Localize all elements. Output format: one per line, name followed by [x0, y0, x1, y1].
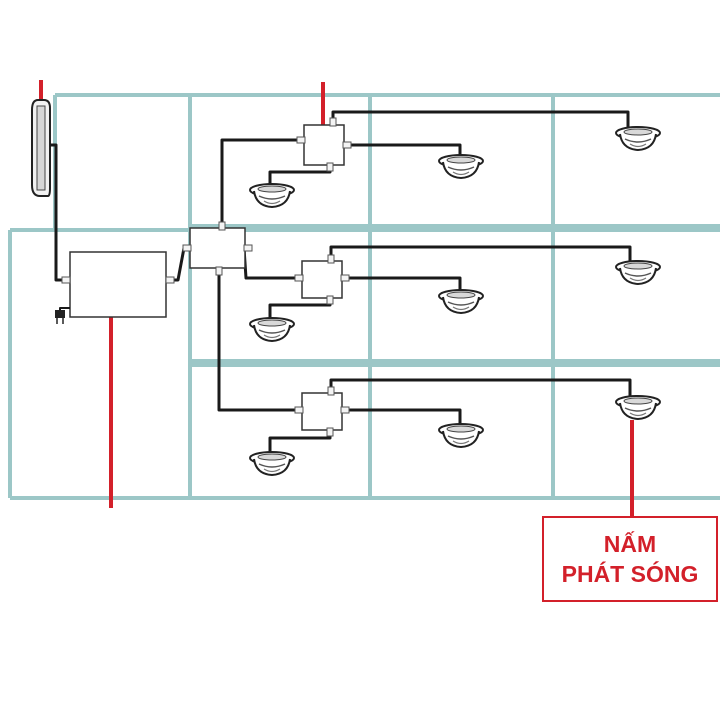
splitter-2: [294, 254, 350, 305]
ceiling-antenna-icon: [249, 451, 295, 476]
ceiling-antenna-icon: [438, 423, 484, 448]
ceiling-antenna-icon: [438, 289, 484, 314]
amplifier-box: [61, 251, 175, 318]
building-walls: [8, 93, 720, 500]
ceiling-antenna-icon: [615, 395, 661, 420]
antenna-label-box: NẤM PHÁT SÓNG: [542, 516, 718, 602]
ceiling-antenna-icon: [249, 317, 295, 342]
ceiling-antenna-icon: [615, 126, 661, 151]
ceiling-antenna-icon: [249, 183, 295, 208]
splitter-3: [294, 386, 350, 437]
ceiling-antenna-icon: [438, 154, 484, 179]
antenna-label-line1: NẤM: [603, 531, 657, 557]
antenna-label-line2: PHÁT SÓNG: [561, 561, 699, 587]
power-plug-icon: [55, 307, 70, 324]
main-splitter-box: [182, 221, 253, 276]
splitter-1: [296, 117, 352, 172]
cables: [50, 110, 632, 452]
satellite-dish-icon: [31, 99, 51, 197]
ceiling-antenna-icon: [615, 260, 661, 285]
